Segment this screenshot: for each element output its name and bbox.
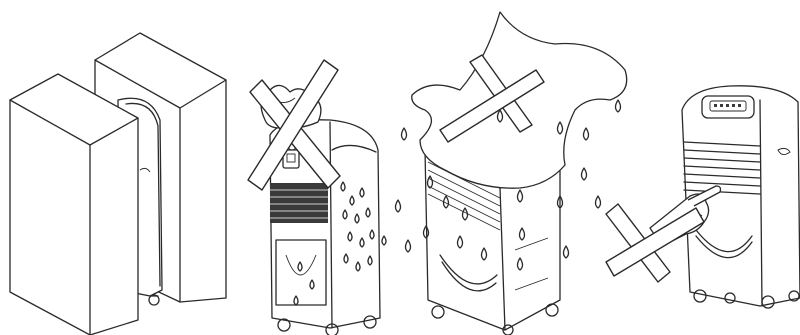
panel-finger-in-vent (606, 86, 800, 308)
panel-covered-unit (248, 60, 386, 335)
front-cabinet-icon (10, 74, 138, 335)
panel-cabinets (10, 33, 226, 335)
wet-cloth-icon (412, 12, 627, 188)
panel-wet-cloth (396, 12, 627, 335)
